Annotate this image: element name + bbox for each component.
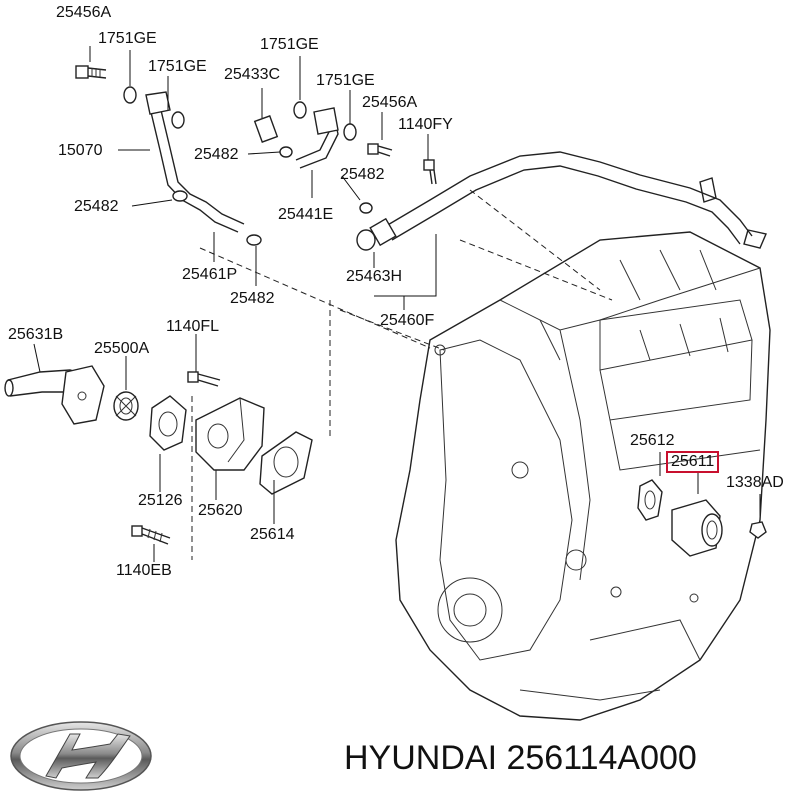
- label-1751GE-3: 1751GE: [260, 36, 319, 53]
- label-25612: 25612: [630, 432, 675, 449]
- thermostat-housing-25620: [195, 397, 265, 471]
- label-1140FY: 1140FY: [398, 116, 453, 133]
- outlet-pipe-25631B: [4, 365, 105, 425]
- label-25126: 25126: [138, 492, 183, 509]
- label-25456A-2: 25456A: [362, 94, 418, 111]
- label-25482-1: 25482: [194, 146, 239, 163]
- label-25482-2: 25482: [340, 166, 385, 183]
- gasket-25612: [637, 479, 663, 521]
- label-15070: 15070: [58, 142, 103, 159]
- label-25611-highlighted[interactable]: 25611: [666, 451, 720, 473]
- clamps-25482-left: [172, 190, 262, 246]
- gaskets-1751GE-left: [123, 86, 185, 129]
- gasket-25126: [149, 395, 187, 451]
- label-25620: 25620: [198, 502, 243, 519]
- label-25461P: 25461P: [182, 266, 238, 283]
- label-1140FL: 1140FL: [166, 318, 220, 335]
- hose-25441E: [253, 107, 339, 169]
- bolt-1140FY: [423, 159, 437, 185]
- label-25482-4: 25482: [230, 290, 275, 307]
- label-25460F: 25460F: [380, 312, 435, 329]
- label-1338AD: 1338AD: [726, 474, 784, 491]
- nut-1338AD: [749, 521, 767, 539]
- label-25456A-1: 25456A: [56, 4, 112, 21]
- fitting-25611: [671, 499, 723, 557]
- bolt-1140EB: [131, 525, 171, 545]
- o-ring-25463H: [356, 229, 376, 251]
- gasket-25614: [259, 431, 313, 495]
- label-1140EB: 1140EB: [116, 562, 172, 579]
- engine-block: [395, 231, 771, 721]
- bolt-25456A-left: [75, 65, 107, 79]
- water-pipe-25460F: [369, 151, 767, 249]
- caption-title: HYUNDAI 256114A000: [344, 739, 697, 777]
- label-25441E: 25441E: [278, 206, 334, 223]
- bolt-1140FL: [187, 371, 221, 387]
- label-25482-3: 25482: [74, 198, 119, 215]
- label-1751GE-2: 1751GE: [148, 58, 207, 75]
- label-25463H: 25463H: [346, 268, 403, 285]
- label-25614: 25614: [250, 526, 295, 543]
- label-1751GE-1: 1751GE: [98, 30, 157, 47]
- label-25433C: 25433C: [224, 66, 281, 83]
- hyundai-logo-icon: [10, 721, 152, 791]
- bolt-25456A-mid: [367, 143, 393, 157]
- label-25631B: 25631B: [8, 326, 64, 343]
- thermostat-25500A: [113, 391, 139, 421]
- label-1751GE-4: 1751GE: [316, 72, 375, 89]
- label-25500A: 25500A: [94, 340, 150, 357]
